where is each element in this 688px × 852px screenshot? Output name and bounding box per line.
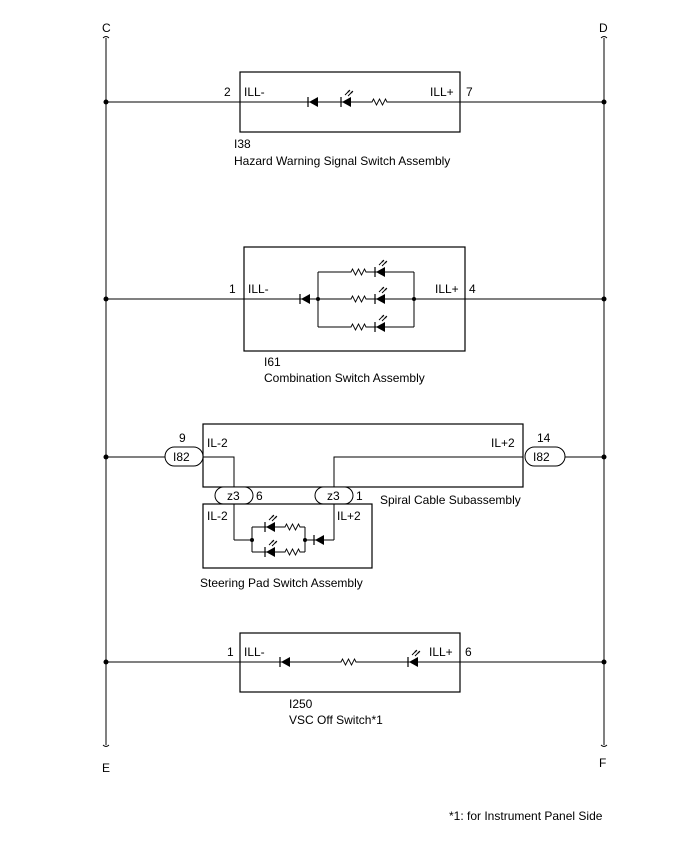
bus-label-f: F [599, 756, 606, 770]
vsc-pin-left: 1 [227, 645, 234, 659]
footnote: *1: for Instrument Panel Side [449, 809, 603, 823]
spiral-cable-subassembly: I82 I82 9 14 IL-2 IL+2 z3 6 z3 1 Spiral … [103, 423, 607, 507]
spiral-pin-left: 9 [179, 431, 186, 445]
spiral-z-right-code: z3 [327, 489, 340, 503]
steering-pad-box [202, 503, 373, 569]
spiral-terminal-left: IL-2 [207, 436, 228, 450]
combination-switch-name: Combination Switch Assembly [264, 371, 425, 385]
bus-label-d: D [599, 21, 608, 35]
spiral-terminal-right: IL+2 [491, 436, 515, 450]
connector-i82-right [524, 446, 566, 467]
hazard-pin-right: 7 [466, 85, 473, 99]
vsc-terminal-left: ILL- [244, 645, 265, 659]
vsc-off-switch: 1 ILL- ILL+ 6 I250 VSC Off Switch*1 [103, 632, 607, 727]
steering-pad-terminal-left: IL-2 [207, 509, 228, 523]
steering-pad-name: Steering Pad Switch Assembly [200, 576, 363, 590]
steering-pad-terminal-right: IL+2 [337, 509, 361, 523]
combination-pin-right: 4 [469, 282, 476, 296]
combination-terminal-right: ILL+ [435, 282, 459, 296]
hazard-switch-assembly: 2 ILL- ILL+ 7 I38 Hazard Warning Signal … [103, 71, 607, 168]
bus-label-e: E [102, 761, 110, 775]
hazard-switch-name: Hazard Warning Signal Switch Assembly [234, 154, 450, 168]
spiral-pin-right: 14 [537, 431, 551, 445]
vsc-pin-right: 6 [465, 645, 472, 659]
combination-terminal-left: ILL- [248, 282, 269, 296]
spiral-z-left-pin: 6 [256, 489, 263, 503]
bus-label-c: C [102, 21, 111, 35]
steering-pad-switch-assembly: IL-2 IL+2 Steering Pad Switch Assembly [200, 503, 373, 590]
spiral-connector-left: I82 [173, 450, 190, 464]
spiral-connector-right: I82 [533, 450, 550, 464]
spiral-z-left-code: z3 [227, 489, 240, 503]
bus-right: D F [599, 21, 608, 770]
pad-led-branch-1 [264, 514, 304, 533]
vsc-connector-code: I250 [289, 697, 313, 711]
pad-led-branch-2 [264, 539, 304, 558]
combination-switch-assembly: 1 ILL- ILL+ 4 I61 Combination Switch Ass… [103, 246, 607, 385]
hazard-terminal-left: ILL- [244, 85, 265, 99]
hazard-connector-code: I38 [234, 137, 251, 151]
spiral-z-right-pin: 1 [356, 489, 363, 503]
combination-connector-code: I61 [264, 355, 281, 369]
bus-left: C E [102, 21, 111, 775]
combination-pin-left: 1 [229, 282, 236, 296]
spiral-cable-name: Spiral Cable Subassembly [380, 493, 521, 507]
hazard-terminal-right: ILL+ [430, 85, 454, 99]
led-branch-2 [348, 286, 388, 305]
led-branch-3 [348, 314, 388, 333]
spiral-cable-box [202, 423, 524, 488]
led-branch-1 [348, 259, 388, 278]
vsc-switch-name: VSC Off Switch*1 [289, 713, 383, 727]
hazard-pin-left: 2 [224, 85, 231, 99]
vsc-terminal-right: ILL+ [429, 645, 453, 659]
